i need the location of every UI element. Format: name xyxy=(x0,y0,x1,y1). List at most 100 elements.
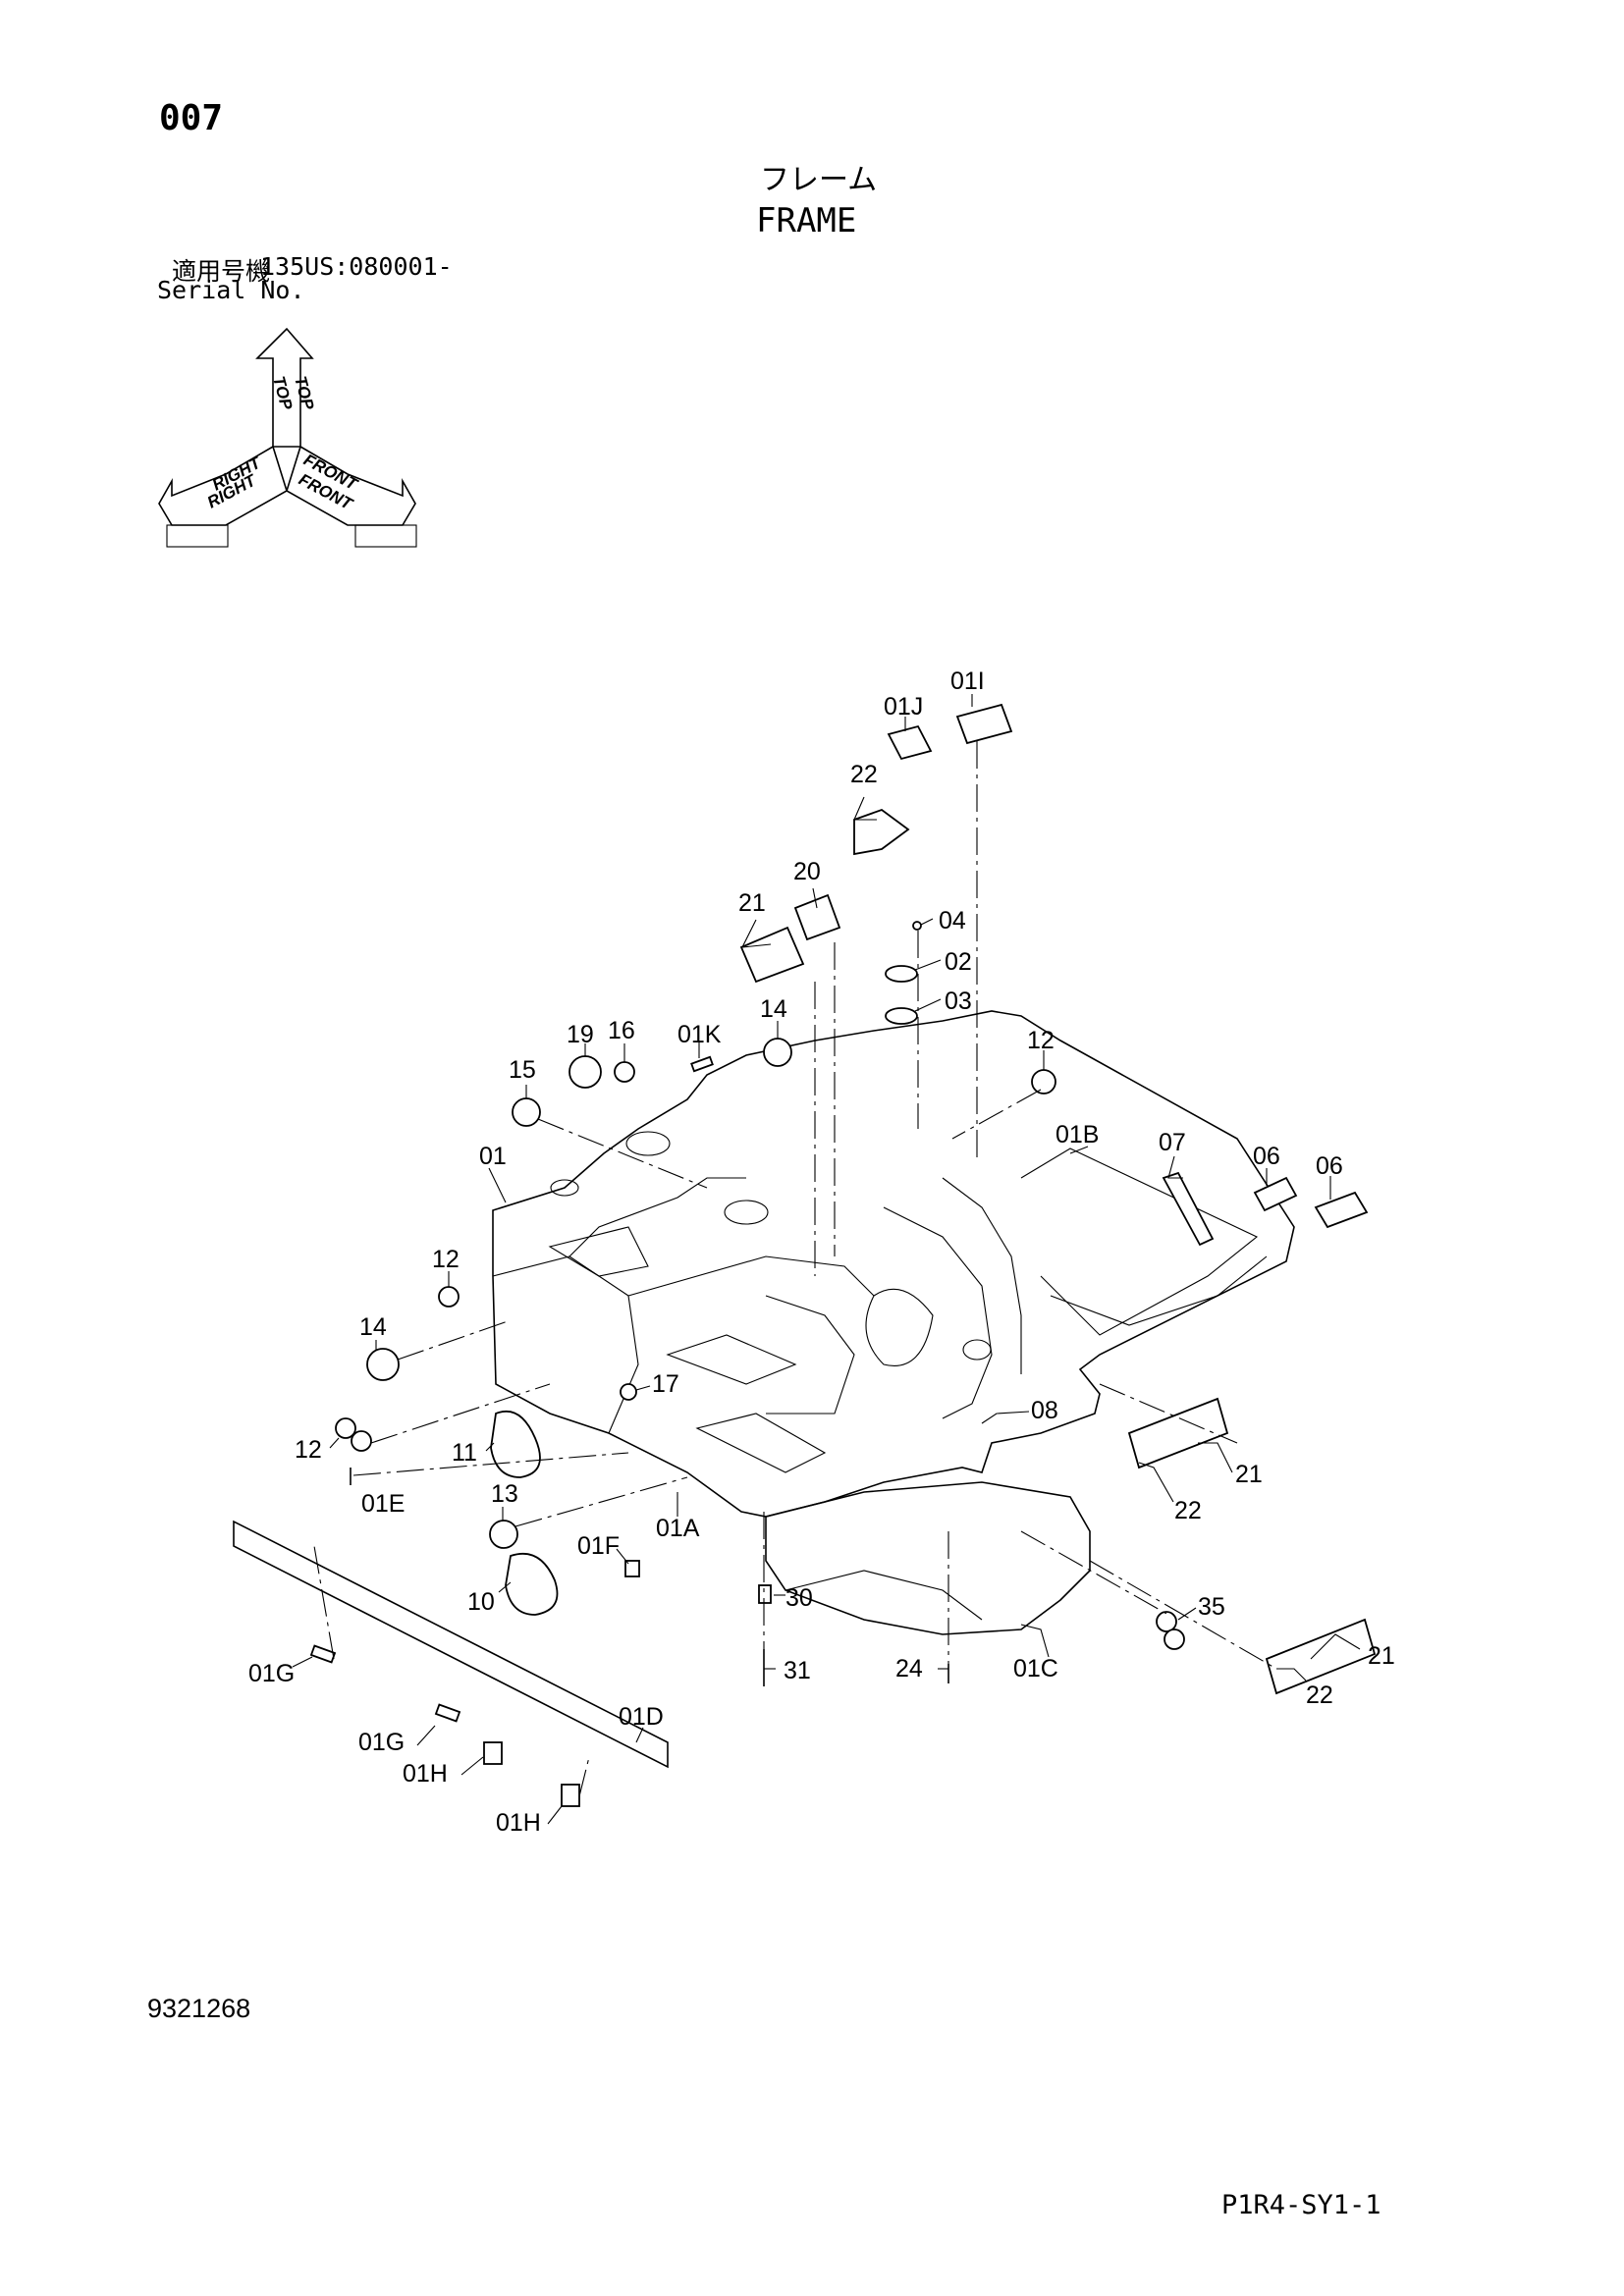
frame-boss-2 xyxy=(724,1200,769,1225)
callout-01H-a: 01H xyxy=(403,1760,448,1788)
frame-outline xyxy=(492,1010,1295,1518)
part-12-low-a xyxy=(335,1417,356,1439)
part-21-22-right xyxy=(1127,1397,1229,1469)
part-12-low-b xyxy=(351,1430,372,1452)
callout-16: 16 xyxy=(608,1017,635,1044)
callout-06-b: 06 xyxy=(1316,1152,1343,1180)
part-19 xyxy=(568,1055,602,1089)
part-04 xyxy=(912,921,922,931)
frame-right-deck xyxy=(1020,1148,1259,1336)
callout-20: 20 xyxy=(793,858,821,885)
part-01I xyxy=(955,703,1013,745)
dash-14-mid xyxy=(397,1319,512,1361)
callout-14-top: 14 xyxy=(760,995,787,1023)
dash-21-lower xyxy=(1089,1560,1277,1670)
frame-bore xyxy=(865,1288,934,1366)
callout-24: 24 xyxy=(895,1655,923,1682)
part-01H-b xyxy=(561,1784,580,1807)
frame-boss-4 xyxy=(962,1339,992,1361)
callout-22-right: 22 xyxy=(1174,1497,1202,1524)
callout-01K: 01K xyxy=(677,1021,722,1048)
right-arrow-icon xyxy=(158,445,288,526)
callout-30: 30 xyxy=(785,1584,813,1612)
front-arrow-icon xyxy=(286,445,416,526)
frame-boom-foot-left xyxy=(883,1206,993,1419)
page-number: 007 xyxy=(159,98,224,138)
callout-21-right: 21 xyxy=(1235,1461,1263,1488)
plate-01C-edge xyxy=(785,1570,983,1621)
frame-boom-foot-right xyxy=(942,1177,1022,1374)
cover-01D xyxy=(233,1520,669,1769)
callout-08: 08 xyxy=(1031,1397,1058,1424)
figure-number: 9321268 xyxy=(147,1994,251,2023)
dash-35 xyxy=(1020,1530,1169,1616)
dash-01G xyxy=(313,1545,335,1660)
callout-03: 03 xyxy=(945,988,972,1015)
callout-01I: 01I xyxy=(950,667,985,695)
frame-underplate xyxy=(695,1413,827,1473)
callout-14-mid: 14 xyxy=(359,1313,387,1341)
part-20 xyxy=(793,893,841,941)
page-code: P1R4-SY1-1 xyxy=(1221,2190,1381,2220)
part-22-top xyxy=(853,808,910,856)
part-12-top xyxy=(1031,1069,1056,1095)
callout-07: 07 xyxy=(1159,1129,1186,1156)
callout-01: 01 xyxy=(479,1143,507,1170)
part-01K xyxy=(690,1055,714,1073)
callout-21-lower: 21 xyxy=(1368,1642,1395,1670)
title-english: FRAME xyxy=(756,201,857,240)
part-01F xyxy=(624,1560,640,1577)
part-30 xyxy=(758,1584,772,1604)
callout-10: 10 xyxy=(467,1588,495,1616)
part-21-22-lower xyxy=(1265,1618,1377,1695)
frame-crossplate xyxy=(666,1334,797,1385)
callout-01J: 01J xyxy=(884,693,923,721)
callout-04: 04 xyxy=(939,907,966,934)
callout-01B: 01B xyxy=(1056,1121,1099,1148)
dash-01H xyxy=(578,1756,590,1797)
part-01G-b xyxy=(434,1703,461,1723)
frame-left-side xyxy=(492,1255,639,1434)
callout-31: 31 xyxy=(784,1657,811,1684)
frame-right-deck-edge xyxy=(1050,1255,1268,1326)
frame-center-member xyxy=(627,1255,875,1297)
leader-lines xyxy=(292,694,1361,1825)
frame-swing-bearing xyxy=(765,1295,855,1415)
part-17 xyxy=(620,1383,637,1401)
front-box xyxy=(354,524,417,548)
callout-22-top: 22 xyxy=(850,761,878,788)
small-parts xyxy=(309,703,1377,1807)
frame-boss-3 xyxy=(550,1179,579,1197)
part-10 xyxy=(505,1552,559,1616)
part-06a xyxy=(1253,1176,1298,1212)
part-02 xyxy=(885,965,918,983)
part-07 xyxy=(1162,1171,1215,1247)
callout-12-mid: 12 xyxy=(432,1246,460,1273)
callout-01G-b: 01G xyxy=(358,1729,405,1756)
serial-label-english: Serial No. xyxy=(157,276,305,304)
part-01G-a xyxy=(309,1644,337,1664)
callout-01A: 01A xyxy=(656,1515,700,1542)
serial-number: 135US:080001- xyxy=(260,252,453,281)
plate-01C xyxy=(765,1481,1091,1635)
part-14-mid xyxy=(366,1348,400,1381)
top-arrow-icon xyxy=(255,327,314,448)
part-13 xyxy=(489,1520,518,1549)
callout-17: 17 xyxy=(652,1370,679,1398)
dash-15 xyxy=(537,1118,708,1189)
callout-01F: 01F xyxy=(577,1532,620,1560)
part-01J xyxy=(887,724,933,761)
dash-12-top xyxy=(951,1089,1042,1140)
dash-12-low xyxy=(370,1383,551,1444)
callout-01E: 01E xyxy=(361,1490,405,1518)
dash-01E xyxy=(352,1452,629,1476)
dash-21-right xyxy=(1099,1383,1238,1444)
orientation-indicator: TOP TOP RIGHT RIGHT FRONT FRONT xyxy=(158,327,417,548)
part-06b xyxy=(1314,1191,1369,1229)
frame-plate xyxy=(548,1226,649,1277)
part-01H-a xyxy=(483,1741,503,1765)
callout-19: 19 xyxy=(567,1021,594,1048)
right-box xyxy=(166,524,229,548)
part-14-top xyxy=(763,1038,792,1067)
